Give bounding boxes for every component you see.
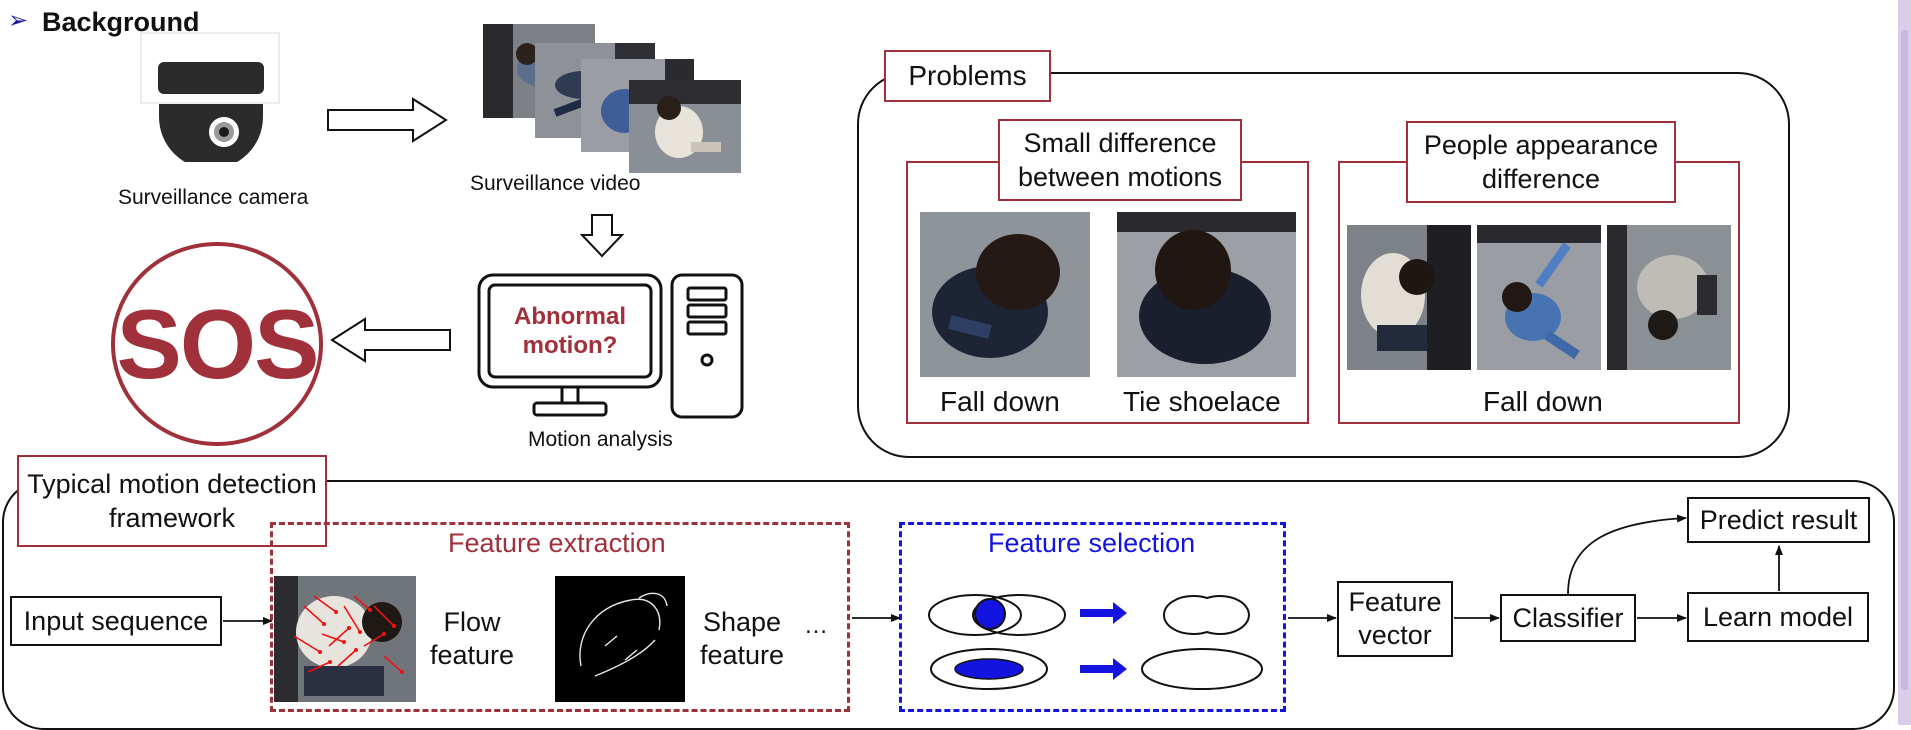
appearance-difference-title: People appearance difference [1406, 121, 1676, 203]
vertical-scrollbar[interactable] [1898, 0, 1911, 725]
appearance-photo-1 [1347, 225, 1471, 370]
bullet-arrow-icon: ➢ [8, 6, 29, 34]
tie-shoelace-caption: Tie shoelace [1123, 386, 1281, 417]
motion-analysis-label: Motion analysis [528, 428, 673, 451]
fall-down-photo [920, 212, 1090, 377]
scrollbar-thumb[interactable] [1901, 30, 1908, 690]
framework-title: Typical motion detection framework [17, 455, 327, 547]
surveillance-video-label: Surveillance video [470, 172, 641, 195]
background-heading: Background [42, 7, 200, 37]
computer-icon [476, 272, 746, 427]
more-features-ellipsis: … [804, 612, 828, 639]
surveillance-camera-icon [140, 32, 280, 169]
classifier-node: Classifier [1500, 594, 1636, 642]
shape-feature-label: Shape feature [699, 607, 785, 670]
input-sequence-node: Input sequence [10, 596, 222, 646]
sos-text: SOS [116, 289, 320, 399]
flow-feature-label: Flow feature [429, 607, 515, 670]
learn-model-node: Learn model [1687, 592, 1869, 642]
problems-title: Problems [884, 50, 1051, 102]
appearance-photo-3 [1607, 225, 1731, 370]
problems-panel [857, 72, 1790, 458]
abnormal-motion-text: Abnormal motion? [513, 303, 626, 359]
left-arrow-icon [330, 317, 452, 368]
feature-vector-node: Feature vector [1337, 581, 1453, 657]
fall-down-caption: Fall down [940, 386, 1060, 417]
shape-feature-image [555, 576, 685, 702]
feature-selection-title: Feature selection [988, 528, 1196, 558]
predict-result-node: Predict result [1687, 497, 1870, 543]
appearance-photo-2 [1477, 225, 1601, 370]
feature-extraction-title: Feature extraction [448, 528, 666, 558]
tie-shoelace-photo [1117, 212, 1296, 377]
surveillance-camera-label: Surveillance camera [118, 186, 309, 209]
video-frame-4 [629, 80, 741, 173]
right-arrow-icon [326, 97, 448, 148]
feature-selection-diagram [925, 585, 1275, 700]
down-arrow-icon [579, 213, 625, 263]
small-difference-title: Small difference between motions [998, 119, 1242, 201]
appearance-fall-down-caption: Fall down [1483, 386, 1603, 417]
flow-feature-image [274, 576, 416, 702]
sos-circle: SOS [111, 242, 323, 446]
